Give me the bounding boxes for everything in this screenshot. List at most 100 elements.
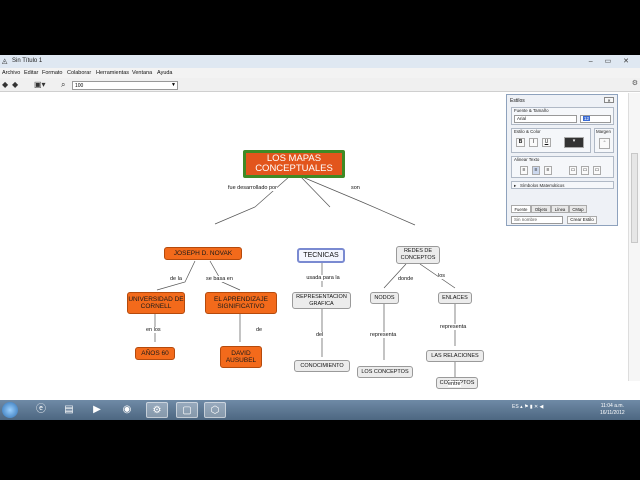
align-center-icon[interactable]: ≡ <box>532 166 540 175</box>
align-group: Alinear Texto ≡ ≡ ≡ ▭ ▭ ▭ <box>511 156 614 178</box>
node-cornell[interactable]: UNIVERSIDAD DE CORNELL <box>127 292 185 314</box>
forward-arrow-icon[interactable]: ◆ <box>12 80 19 89</box>
node-aprendizaje[interactable]: EL APRENDIZAJE SIGNIFICATIVO <box>205 292 277 314</box>
math-symbols-bar[interactable]: ▸ Símbolos Matemáticos <box>511 181 614 189</box>
font-color-picker[interactable]: ▾ <box>564 137 584 148</box>
margin-icon[interactable]: ▫ <box>599 138 610 149</box>
styles-panel-title: Estilos <box>510 98 525 104</box>
vertical-scrollbar[interactable] <box>628 93 640 381</box>
tab-fuente[interactable]: Fuente <box>511 205 531 213</box>
control-panel-icon[interactable]: ⚙ <box>146 402 168 418</box>
link-usada-para-la[interactable]: usada para la <box>306 275 340 281</box>
back-arrow-icon[interactable]: ◆ <box>2 80 9 89</box>
language-indicator[interactable]: ES <box>512 404 519 410</box>
menu-ayuda[interactable]: Ayuda <box>157 70 173 76</box>
menu-bar: Archivo Editar Formato Colaborar Herrami… <box>0 68 640 78</box>
letterbox-bottom <box>0 420 640 480</box>
italic-button[interactable]: I <box>529 138 538 147</box>
font-select[interactable]: Arial <box>514 115 577 123</box>
expand-icon: ▸ <box>514 183 517 188</box>
menu-archivo[interactable]: Archivo <box>2 70 21 76</box>
link-donde[interactable]: donde <box>398 276 414 282</box>
zoom-value: 100 <box>75 83 84 89</box>
link-del[interactable]: del <box>316 332 324 338</box>
link-de-la[interactable]: de la <box>170 276 182 282</box>
close-icon[interactable]: ✕ <box>604 97 614 103</box>
style-color-group: Estilo & Color B I U ▾ <box>511 128 591 153</box>
toolbar: ◆ ◆ ▣▾ ⌕ 100 ▼ <box>0 78 640 92</box>
menu-ventana[interactable]: Ventana <box>132 70 153 76</box>
window-icon[interactable]: ▢ <box>176 402 198 418</box>
zoom-select[interactable]: 100 ▼ <box>72 81 178 90</box>
link-se-basa-en[interactable]: se basa en <box>206 276 233 282</box>
node-novak[interactable]: JOSEPH D. NOVAK <box>164 247 242 260</box>
zoom-icon[interactable]: ⌕ <box>61 80 66 89</box>
bold-button[interactable]: B <box>516 138 525 147</box>
clock[interactable]: 11:04 a.m. 16/11/2012 <box>600 403 625 417</box>
valign-bottom-icon[interactable]: ▭ <box>593 166 601 175</box>
font-group: Fuente & Tamaño Arial 12 <box>511 107 614 125</box>
align-label: Alinear Texto <box>514 157 540 162</box>
align-left-icon[interactable]: ≡ <box>520 166 528 175</box>
clock-date: 16/11/2012 <box>600 410 625 416</box>
view-menu-icon[interactable]: ▣▾ <box>34 80 46 89</box>
link-representa-enlaces[interactable]: representa <box>440 324 467 330</box>
menu-herramientas[interactable]: Herramientas <box>96 70 130 76</box>
taskbar: ⓔ ▤ ▶ ◉ ⚙ ▢ ⬡ ES ▴ ⚑ ▮ ✕ ◀ 11:04 a.m. 16… <box>0 400 640 420</box>
link-fue-desarrollado-por[interactable]: fue desarrollado por <box>228 185 277 191</box>
root-node[interactable]: LOS MAPAS CONCEPTUALES <box>243 150 345 178</box>
window-controls[interactable]: – ▭ ✕ <box>588 58 634 65</box>
link-de[interactable]: de <box>256 327 263 333</box>
node-conocimiento[interactable]: CONOCIMIENTO <box>294 360 350 372</box>
media-icon[interactable]: ▶ <box>93 404 101 415</box>
font-group-label: Fuente & Tamaño <box>514 108 549 113</box>
tab-linea[interactable]: Línea <box>551 205 569 213</box>
create-style-button[interactable]: Crear Estilo <box>567 216 597 224</box>
math-symbols-label: Símbolos Matemáticos <box>520 183 565 188</box>
panel-gear-icon[interactable]: ⚙ <box>631 80 638 87</box>
node-los-conceptos[interactable]: LOS CONCEPTOS <box>357 366 413 378</box>
link-representa-nodos[interactable]: representa <box>370 332 397 338</box>
chrome-icon[interactable]: ◉ <box>122 404 132 415</box>
link-son[interactable]: son <box>351 185 360 191</box>
clock-time: 11:04 a.m. <box>600 403 624 409</box>
margin-group: Margen ▫ <box>594 128 614 153</box>
link-los[interactable]: los <box>438 273 446 279</box>
link-entre[interactable]: entre <box>448 381 461 387</box>
letterbox-top <box>0 0 640 55</box>
valign-top-icon[interactable]: ▭ <box>569 166 577 175</box>
style-color-label: Estilo & Color <box>514 129 541 134</box>
style-name-input[interactable]: Sin nombre <box>511 216 563 224</box>
node-las-relaciones[interactable]: LAS RELACIONES <box>426 350 484 362</box>
node-redes[interactable]: REDES DE CONCEPTOS <box>396 246 440 264</box>
align-right-icon[interactable]: ≡ <box>544 166 552 175</box>
system-tray: ES ▴ ⚑ ▮ ✕ ◀ <box>512 404 543 410</box>
node-enlaces[interactable]: ENLACES <box>438 292 472 304</box>
tray-icons[interactable]: ▴ ⚑ ▮ ✕ ◀ <box>520 404 544 410</box>
chevron-down-icon: ▼ <box>171 82 176 88</box>
window-title: Sin Título 1 <box>12 58 43 64</box>
menu-editar[interactable]: Editar <box>24 70 39 76</box>
scrollbar-thumb[interactable] <box>631 153 638 243</box>
valign-middle-icon[interactable]: ▭ <box>581 166 589 175</box>
node-representacion[interactable]: REPRESENTACION GRAFICA <box>292 292 351 309</box>
styles-panel: Estilos ✕ Fuente & Tamaño Arial 12 Estil… <box>506 94 618 226</box>
canvas-bottom-area: CONCEPTOS <box>0 377 628 400</box>
cmaptools-icon[interactable]: ⬡ <box>204 402 226 418</box>
screen: ◬ Sin Título 1 – ▭ ✕ Archivo Editar Form… <box>0 55 640 420</box>
link-en-los[interactable]: en los <box>146 327 161 333</box>
tab-cmap[interactable]: CMap <box>569 205 587 213</box>
ie-icon[interactable]: ⓔ <box>36 404 46 415</box>
underline-button[interactable]: U <box>542 138 551 147</box>
node-nodos[interactable]: NODOS <box>370 292 399 304</box>
font-size-select[interactable]: 12 <box>580 115 611 123</box>
node-tecnicas[interactable]: TECNICAS <box>297 248 345 263</box>
app-icon: ◬ <box>2 58 8 65</box>
menu-formato[interactable]: Formato <box>42 70 63 76</box>
folder-icon[interactable]: ▤ <box>64 404 74 415</box>
node-ausubel[interactable]: DAVID AUSUBEL <box>220 346 262 368</box>
menu-colaborar[interactable]: Colaborar <box>67 70 92 76</box>
node-anos60[interactable]: AÑOS 60 <box>135 347 175 360</box>
tab-objeto[interactable]: Objeto <box>531 205 551 213</box>
start-button[interactable] <box>2 402 18 418</box>
